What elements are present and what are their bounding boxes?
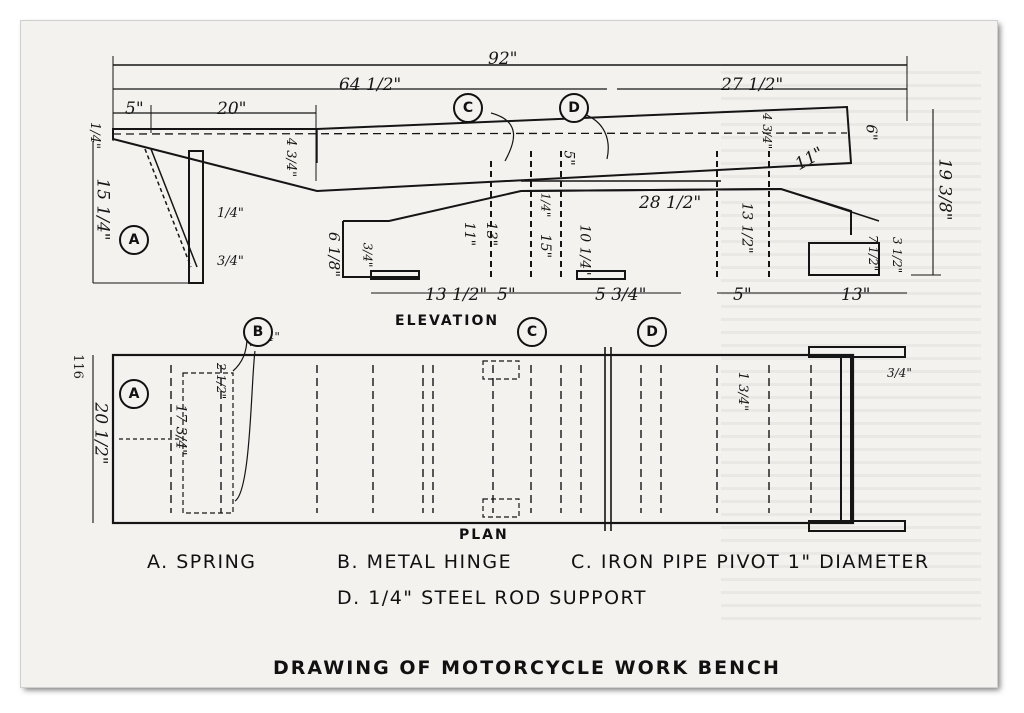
dim-hinge-span: 20" [217,99,247,119]
dim-bottom-post: 5" [733,285,752,305]
dim-hinge-drop: 4 3/4" [283,137,299,178]
callout-a-elevation: A [119,225,149,255]
callout-d-elevation: D [559,93,589,123]
line-drawing [92,56,941,532]
dim-rear-top: 6" [862,124,881,141]
dim-rear-strip: 4 3/4" [760,112,775,150]
dim-post-d: 10 1/4" [576,224,593,276]
dim-rear-block-h: 7 1/2" [866,234,881,272]
dim-hinge-w: 2 1/2" [214,362,229,400]
dim-front-block-h: 6 1/8" [325,231,344,278]
dim-front-block-t: 3/4" [360,242,375,268]
dim-pivot-block: 5" [560,150,577,166]
lower-frame [343,187,852,235]
dim-bottom-rear: 13" [841,285,871,305]
dim-front-height: 15 1/4" [92,178,113,241]
legend-metal-hinge: B. METAL HINGE [337,551,513,573]
dim-offset: 1 3/4" [735,371,751,412]
plan-label: PLAN [459,527,509,543]
dim-cross-span: 28 1/2" [639,193,702,213]
elevation-label: ELEVATION [395,313,500,329]
dim-post-b: 13" [483,221,500,247]
rear-block [808,242,880,276]
legend-steel-rod: D. 1/4" STEEL ROD SUPPORT [337,587,647,609]
page-number: 116 [69,354,85,379]
dim-front-length: 64 1/2" [339,75,402,95]
dim-bottom-front: 13 1/2" [425,285,488,305]
drawing-title: DRAWING OF MOTORCYCLE WORK BENCH [273,657,781,679]
callout-c-elevation: C [453,93,483,123]
dim-rear-post: 13 1/2" [738,202,755,254]
drawing-page: 92" 64 1/2" 27 1/2" 5" 20" 1/4" 15 1/4" … [20,20,998,688]
callout-d-plan: D [637,317,667,347]
dim-post-c: 15" [537,233,554,259]
callout-b-plan: B [243,317,273,347]
dim-rear-length: 27 1/2" [721,75,784,95]
callout-a-plan: A [119,379,149,409]
dim-rear-block-t: 3 1/2" [890,236,905,274]
dim-spring-span: 17 3/4" [172,404,189,456]
bench-top [112,105,853,193]
dim-top-thick: 1/4" [86,122,102,149]
legend-pipe-pivot: C. IRON PIPE PIVOT 1" DIAMETER [571,551,930,573]
dim-leg-offset: 5" [125,99,144,119]
dim-rail-rear: 3/4" [887,366,912,380]
dim-strut: 1/4" [217,206,244,221]
dim-post-a: 11" [461,221,478,247]
dim-bottom-mid: 5" [497,285,516,305]
dim-overall: 92" [488,49,518,69]
dim-beam-gap: 1/4" [538,192,553,218]
callout-c-plan: C [517,317,547,347]
dim-foot: 3/4" [217,254,244,269]
legend-spring: A. SPRING [147,551,257,573]
dim-total-height: 19 3/8" [934,158,955,221]
dim-plan-width: 20 1/2" [90,402,111,465]
plan-outline [111,353,855,525]
dim-bottom-pad: 5 3/4" [595,285,647,305]
